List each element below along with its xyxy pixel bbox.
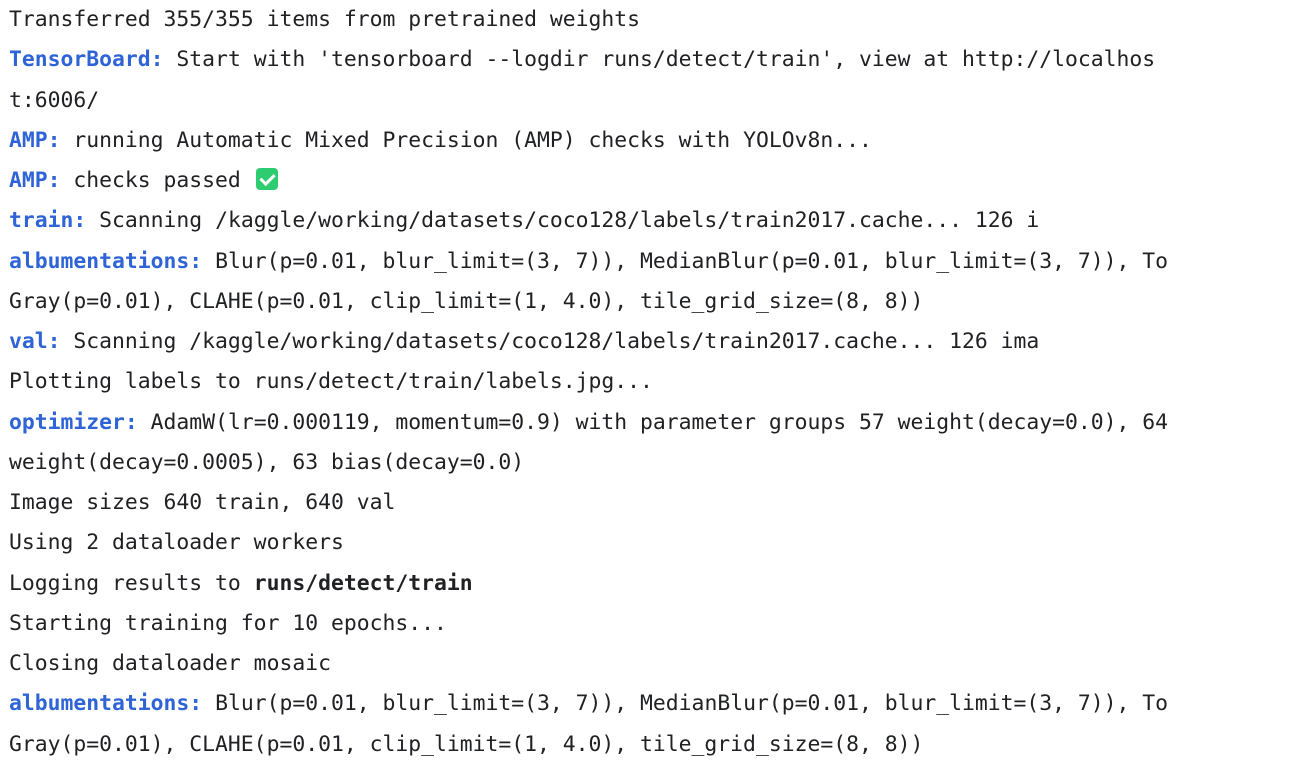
log-line-albumentations-2-wrap: Gray(p=0.01), CLAHE(p=0.01, clip_limit=(… [9, 725, 1302, 765]
log-prefix-amp: AMP: [9, 168, 61, 193]
log-prefix-albumentations: albumentations: [9, 248, 203, 274]
log-line-albumentations-wrap: Gray(p=0.01), CLAHE(p=0.01, clip_limit=(… [9, 282, 1302, 322]
log-text: Scanning /kaggle/working/datasets/coco12… [60, 329, 1040, 354]
log-line-optimizer: optimizer: AdamW(lr=0.000119, momentum=0… [9, 403, 1302, 443]
log-text: Closing dataloader mosaic [9, 651, 331, 676]
log-text: AdamW(lr=0.000119, momentum=0.9) with pa… [137, 409, 1169, 435]
log-line-starting: Starting training for 10 epochs... [9, 604, 1302, 644]
log-prefix-train: train: [9, 208, 87, 234]
log-text: checks passed [60, 168, 254, 193]
log-text: Blur(p=0.01, blur_limit=(3, 7)), MedianB… [202, 248, 1169, 274]
log-line-albumentations: albumentations: Blur(p=0.01, blur_limit=… [9, 242, 1302, 282]
log-prefix-tensorboard: TensorBoard: [9, 47, 164, 73]
log-line-albumentations-2: albumentations: Blur(p=0.01, blur_limit=… [9, 684, 1302, 724]
log-text: Logging results to [9, 570, 254, 596]
log-line-logging: Logging results to runs/detect/train [9, 564, 1302, 604]
log-path: runs/detect/train [253, 570, 473, 596]
log-text: weight(decay=0.0005), 63 bias(decay=0.0) [9, 449, 525, 475]
log-text: Start with 'tensorboard --logdir runs/de… [163, 47, 1156, 73]
check-mark-icon [255, 168, 278, 190]
log-line-image-sizes: Image sizes 640 train, 640 val [9, 483, 1302, 523]
log-line-train: train: Scanning /kaggle/working/datasets… [9, 201, 1302, 241]
log-line-closing: Closing dataloader mosaic [9, 644, 1302, 684]
log-line-amp-passed: AMP: checks passed [9, 161, 1302, 201]
log-line-val: val: Scanning /kaggle/working/datasets/c… [9, 322, 1302, 362]
log-text: Transferred 355/355 items from pretraine… [9, 7, 641, 32]
log-prefix-optimizer: optimizer: [9, 409, 138, 435]
log-line-plotting: Plotting labels to runs/detect/train/lab… [9, 362, 1302, 402]
log-line-tensorboard: TensorBoard: Start with 'tensorboard --l… [9, 40, 1302, 80]
log-text: Using 2 dataloader workers [9, 530, 344, 556]
log-text: running Automatic Mixed Precision (AMP) … [60, 127, 872, 153]
log-text: Gray(p=0.01), CLAHE(p=0.01, clip_limit=(… [9, 288, 924, 314]
log-line-amp-running: AMP: running Automatic Mixed Precision (… [9, 121, 1302, 161]
log-prefix-amp: AMP: [9, 127, 61, 153]
log-text: Plotting labels to runs/detect/train/lab… [9, 369, 653, 395]
log-line-transferred: Transferred 355/355 items from pretraine… [9, 0, 1302, 40]
log-line-tensorboard-wrap: t:6006/ [9, 81, 1302, 121]
log-text: Scanning /kaggle/working/datasets/coco12… [86, 208, 1040, 234]
log-text: Image sizes 640 train, 640 val [9, 490, 396, 515]
log-prefix-val: val: [9, 329, 61, 354]
log-line-workers: Using 2 dataloader workers [9, 523, 1302, 563]
log-text: Blur(p=0.01, blur_limit=(3, 7)), MedianB… [202, 691, 1169, 717]
log-line-optimizer-wrap: weight(decay=0.0005), 63 bias(decay=0.0) [9, 443, 1302, 483]
log-text: Gray(p=0.01), CLAHE(p=0.01, clip_limit=(… [9, 731, 924, 757]
log-text: t:6006/ [9, 87, 100, 113]
log-prefix-albumentations: albumentations: [9, 691, 203, 717]
log-text: Starting training for 10 epochs... [9, 610, 447, 636]
